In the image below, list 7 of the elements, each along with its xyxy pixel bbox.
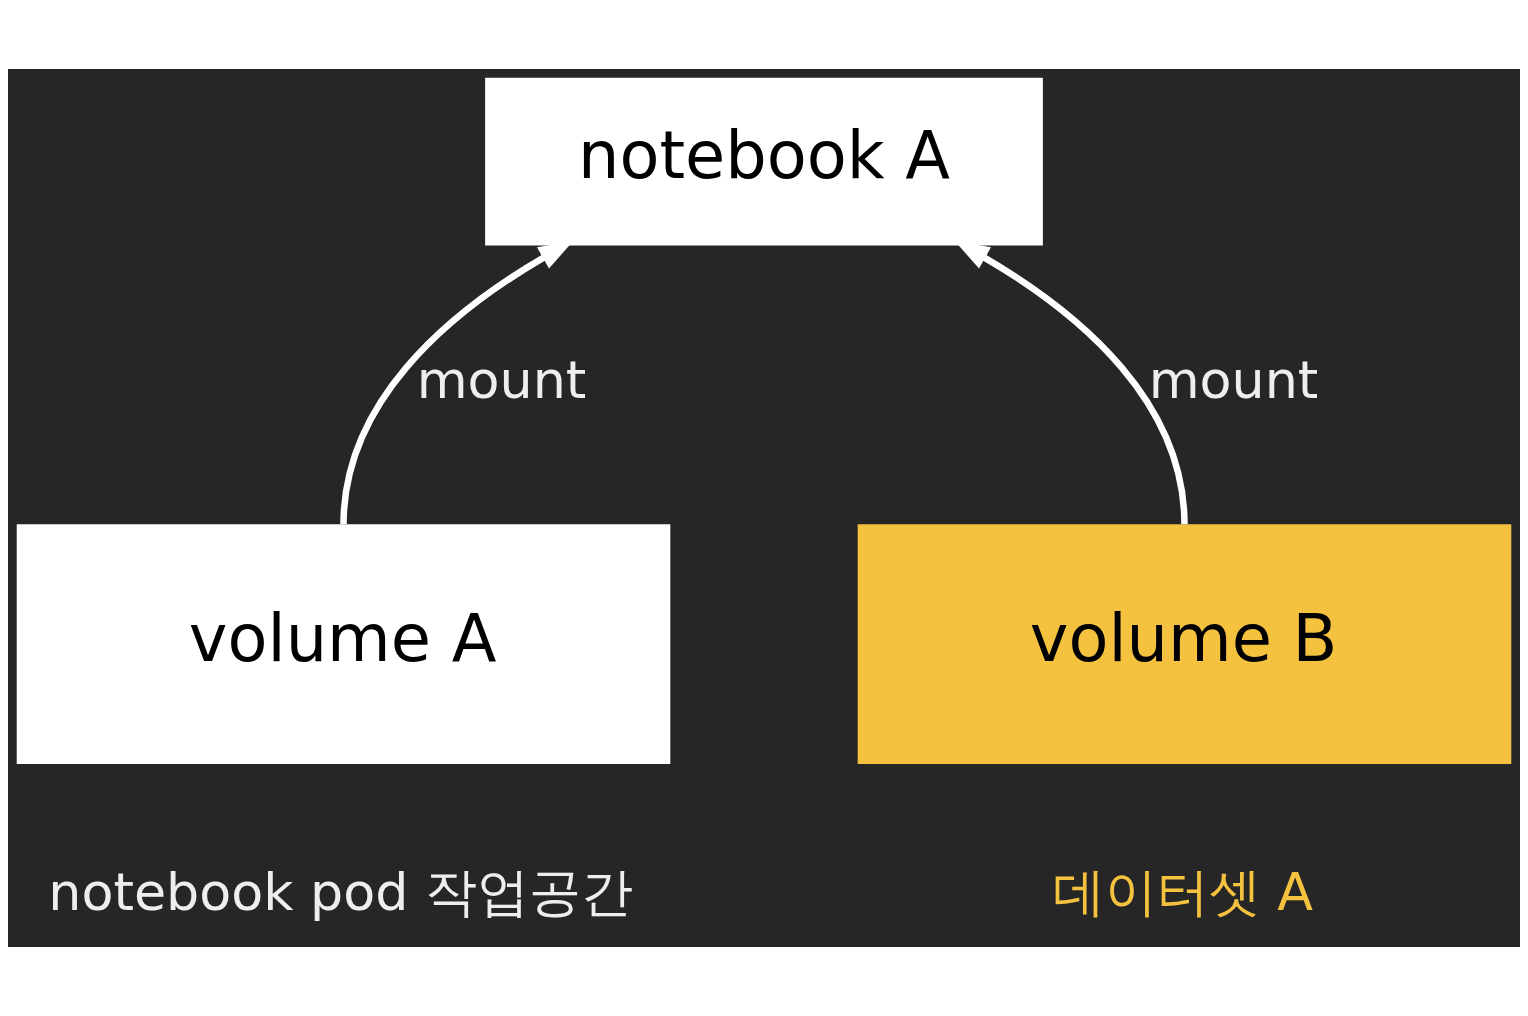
node-label: notebook pod 작업공간 — [48, 861, 634, 923]
edge-label: mount — [1148, 349, 1319, 411]
edge-label: mount — [416, 349, 587, 411]
node-label: 데이터셋 A — [1052, 861, 1314, 923]
node-box: notebook A — [485, 77, 1043, 246]
node-box: volume A — [16, 524, 671, 764]
node-box: volume B — [857, 524, 1512, 764]
